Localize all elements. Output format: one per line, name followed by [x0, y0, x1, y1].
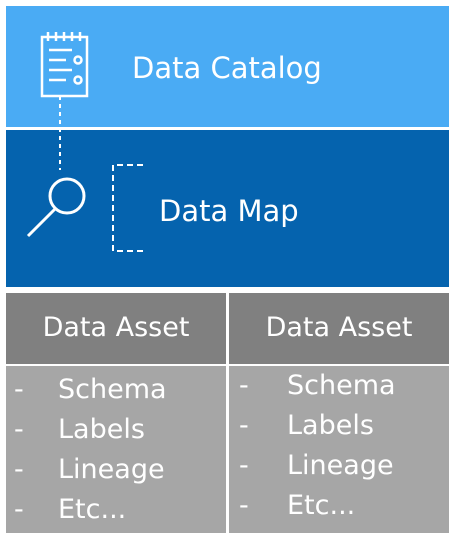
magnifier-icon: [26, 177, 86, 238]
bullet-dash: -: [239, 490, 249, 521]
data-asset-header: Data Asset: [229, 293, 449, 364]
bullet-dash: -: [14, 494, 24, 525]
asset-item-etc: - Etc...: [229, 490, 449, 530]
asset-item-label: Lineage: [287, 450, 394, 481]
data-catalog-band: Data Catalog: [6, 6, 449, 127]
data-asset-left: Data Asset - Schema - Labels - Lineage -…: [6, 293, 226, 533]
bullet-dash: -: [14, 414, 24, 445]
catalog-document-icon: [40, 32, 89, 98]
data-map-title: Data Map: [159, 194, 299, 228]
asset-item-labels: - Labels: [229, 410, 449, 450]
bullet-dash: -: [239, 370, 249, 401]
asset-item-schema: - Schema: [229, 370, 449, 410]
bullet-dash: -: [14, 374, 24, 405]
asset-item-lineage: - Lineage: [229, 450, 449, 490]
bullet-dash: -: [14, 454, 24, 485]
asset-item-label: Schema: [58, 374, 167, 405]
data-asset-title: Data Asset: [265, 312, 413, 343]
data-asset-right: Data Asset - Schema - Labels - Lineage -…: [229, 293, 449, 533]
data-asset-title: Data Asset: [42, 312, 190, 343]
bullet-dash: -: [239, 410, 249, 441]
asset-item-label: Etc...: [287, 490, 356, 521]
data-catalog-title: Data Catalog: [132, 51, 322, 85]
bracket-icon: [112, 164, 143, 252]
asset-item-labels: - Labels: [6, 414, 226, 454]
asset-item-etc: - Etc...: [6, 494, 226, 534]
asset-item-lineage: - Lineage: [6, 454, 226, 494]
asset-item-label: Etc...: [58, 494, 127, 525]
asset-item-label: Lineage: [58, 454, 165, 485]
asset-item-schema: - Schema: [6, 374, 226, 414]
data-asset-details: - Schema - Labels - Lineage - Etc...: [229, 366, 449, 533]
bullet-dash: -: [239, 450, 249, 481]
asset-item-label: Labels: [287, 410, 374, 441]
data-asset-details: - Schema - Labels - Lineage - Etc...: [6, 366, 226, 533]
asset-item-label: Labels: [58, 414, 145, 445]
asset-item-label: Schema: [287, 370, 396, 401]
data-asset-header: Data Asset: [6, 293, 226, 364]
